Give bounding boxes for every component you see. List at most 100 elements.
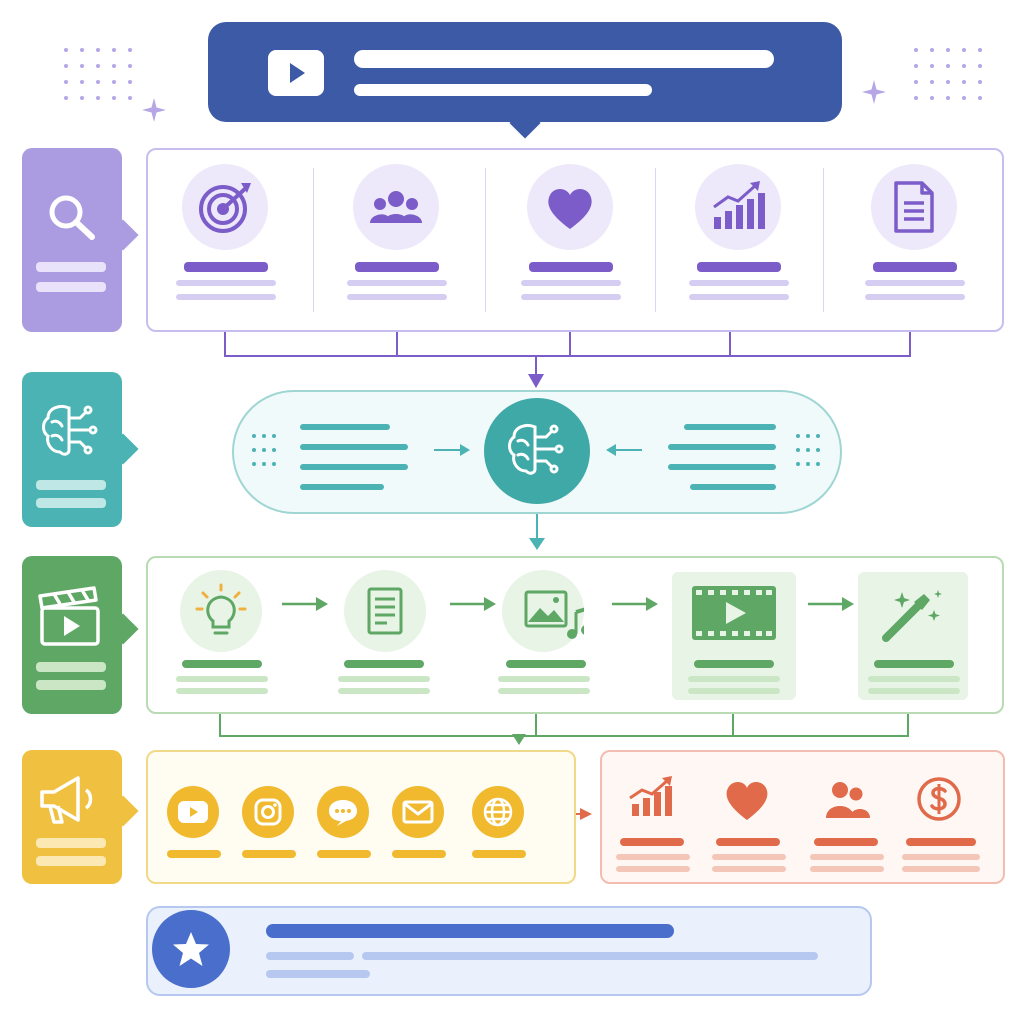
growth-chart-icon	[713, 181, 765, 229]
input-line	[300, 424, 390, 430]
item-title-bar	[344, 660, 424, 668]
item-title-bar	[873, 262, 957, 272]
input-line	[300, 484, 384, 490]
magic-wand-icon	[882, 590, 942, 642]
item-title-bar	[392, 850, 446, 858]
item-title-bar	[694, 660, 774, 668]
arrow-right-icon	[808, 597, 854, 611]
dot-grid-decoration	[796, 434, 820, 466]
research-item-heart	[527, 164, 613, 250]
divider	[823, 168, 824, 312]
item-text-bar	[865, 280, 965, 286]
research-item-target	[182, 164, 268, 250]
item-text-bar	[810, 854, 884, 860]
research-item-audience	[353, 164, 439, 250]
result-badge	[152, 910, 230, 988]
stage-label-bar	[36, 680, 106, 690]
play-icon	[268, 50, 324, 96]
stage-label-bar	[36, 856, 106, 866]
result-text-bar	[266, 970, 370, 978]
channel-youtube	[167, 786, 219, 838]
arrow-right-icon	[612, 597, 658, 611]
production-step-idea	[180, 570, 262, 652]
input-line	[690, 484, 776, 490]
item-title-bar	[529, 262, 613, 272]
growth-chart-icon	[629, 776, 672, 816]
input-line	[668, 464, 776, 470]
megaphone-icon	[40, 776, 93, 824]
item-title-bar	[472, 850, 526, 858]
stage-label-bar	[36, 282, 106, 292]
item-text-bar	[689, 280, 789, 286]
dot-grid-decoration	[64, 48, 132, 100]
youtube-icon	[178, 801, 208, 823]
stage-label-bar	[36, 262, 106, 272]
item-text-bar	[616, 866, 690, 872]
lightbulb-icon	[195, 583, 247, 635]
header-title-bar	[354, 50, 774, 68]
result-banner	[146, 906, 872, 996]
brain-icon	[42, 404, 98, 456]
chat-icon	[329, 800, 357, 826]
item-text-bar	[347, 294, 447, 300]
item-title-bar	[506, 660, 586, 668]
document-icon	[894, 181, 934, 233]
instagram-icon	[254, 798, 282, 826]
result-text-bar	[266, 952, 354, 960]
media-assets-icon	[524, 590, 584, 639]
audience-icon	[370, 191, 422, 223]
item-text-bar	[688, 676, 780, 682]
item-text-bar	[712, 854, 786, 860]
heart-icon	[548, 189, 592, 229]
item-title-bar	[716, 838, 780, 846]
input-line	[668, 444, 776, 450]
stage-label-bar	[36, 662, 106, 672]
item-text-bar	[810, 866, 884, 872]
arrow-right-icon	[282, 597, 328, 611]
arrow-right-icon	[434, 444, 470, 456]
script-icon	[367, 587, 403, 635]
dollar-icon	[917, 777, 961, 821]
divider	[485, 168, 486, 312]
channel-instagram	[242, 786, 294, 838]
item-text-bar	[176, 294, 276, 300]
item-text-bar	[347, 280, 447, 286]
arrow-right-icon	[450, 597, 496, 611]
item-title-bar	[182, 660, 262, 668]
video-edit-icon	[692, 586, 776, 640]
analytics-panel	[600, 750, 1005, 884]
arrow-left-icon	[606, 444, 642, 456]
stage-tab-research	[22, 148, 122, 332]
item-text-bar	[338, 676, 430, 682]
item-text-bar	[865, 294, 965, 300]
input-line	[300, 464, 408, 470]
item-title-bar	[697, 262, 781, 272]
item-title-bar	[814, 838, 878, 846]
item-title-bar	[317, 850, 371, 858]
item-text-bar	[338, 688, 430, 694]
input-line	[300, 444, 408, 450]
star-icon	[173, 932, 209, 966]
item-text-bar	[689, 294, 789, 300]
dot-grid-decoration	[914, 48, 982, 100]
item-title-bar	[184, 262, 268, 272]
header-subtitle-bar	[354, 84, 652, 96]
item-title-bar	[242, 850, 296, 858]
input-line	[684, 424, 776, 430]
research-item-document	[871, 164, 957, 250]
web-icon	[483, 797, 513, 827]
channel-web	[472, 786, 524, 838]
sparkle-icon	[862, 80, 886, 104]
item-text-bar	[521, 294, 621, 300]
production-step-script	[344, 570, 426, 652]
item-text-bar	[521, 280, 621, 286]
item-title-bar	[874, 660, 954, 668]
item-title-bar	[620, 838, 684, 846]
result-title-bar	[266, 924, 674, 938]
email-icon	[402, 800, 434, 824]
item-text-bar	[902, 854, 980, 860]
item-text-bar	[868, 688, 960, 694]
heart-icon	[726, 782, 768, 820]
magnifier-icon	[49, 195, 95, 240]
item-text-bar	[176, 676, 268, 682]
